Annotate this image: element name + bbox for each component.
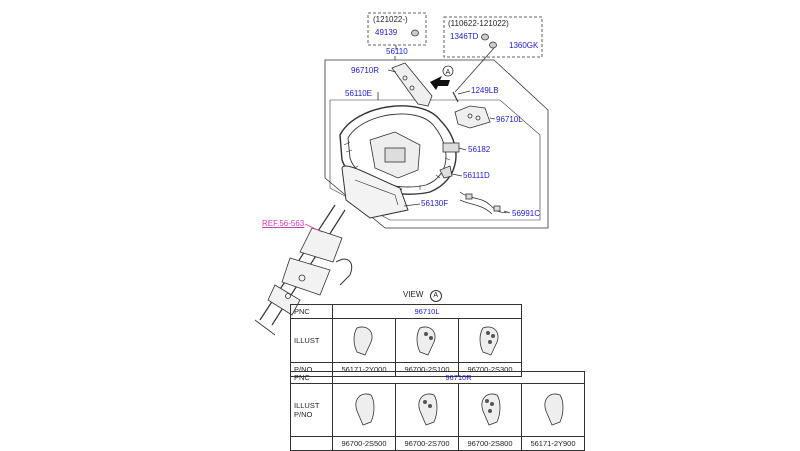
- variant-left-header: (121022-): [373, 15, 408, 24]
- switch-96710L: [454, 105, 491, 129]
- column-cover: [341, 165, 409, 219]
- illust-pno-header: ILLUST P/NO: [290, 383, 333, 437]
- part-number: 96700-2S500: [332, 436, 396, 451]
- view-title: VIEW A: [403, 290, 442, 302]
- part-label-56991C: 56991C: [512, 209, 541, 218]
- pnc-value: 96710L: [332, 304, 522, 319]
- part-label-1249LB: 1249LB: [471, 86, 499, 95]
- part-number: 96700-2S800: [458, 436, 522, 451]
- part-number: 96700-2S700: [395, 436, 459, 451]
- view-arrow: [430, 76, 450, 90]
- illust-header: ILLUST: [290, 318, 333, 363]
- variant-box-right: [443, 16, 543, 58]
- ref-link[interactable]: REF.56-563: [262, 219, 305, 228]
- illust-cell: [458, 318, 522, 363]
- part-label-56130F: 56130F: [421, 199, 449, 208]
- variant-right-header: (110622-121022): [448, 19, 509, 28]
- part-number: 56171-2Y900: [521, 436, 585, 451]
- table-96710L: PNC 96710L ILLUST P/NO 56171-2Y000 96700…: [290, 304, 522, 377]
- pno-header: P/NO: [294, 410, 313, 419]
- switch-96710R: [391, 62, 433, 107]
- empty-cell: [290, 436, 333, 451]
- illust-cell: [395, 318, 459, 363]
- switch-illustration: [479, 326, 499, 356]
- view-label: VIEW: [403, 290, 424, 299]
- illust-cell: [458, 383, 522, 437]
- view-marker-circle: A: [429, 290, 442, 302]
- module-56182: [442, 142, 460, 153]
- illust-cell: [332, 318, 396, 363]
- part-label-56111D: 56111D: [463, 171, 490, 180]
- part-label-96710R: 96710R: [351, 66, 380, 75]
- switch-illustration: [481, 393, 501, 426]
- illust-header: ILLUST: [294, 401, 320, 410]
- outer-frame: [324, 59, 549, 229]
- illust-cell: [395, 383, 459, 437]
- switch-illustration: [353, 326, 373, 356]
- inner-frame: [329, 99, 541, 221]
- switch-illustration: [418, 393, 438, 426]
- part-label-56110: 56110: [386, 47, 408, 56]
- part-label-56182: 56182: [468, 145, 491, 154]
- switch-illustration: [355, 393, 375, 426]
- part-label-49139: 49139: [375, 28, 398, 37]
- pnc-header: PNC: [290, 304, 333, 319]
- table-96710R: PNC 96710R ILLUST P/NO 96700-2S500 96700…: [290, 371, 585, 451]
- part-label-1346TD: 1346TD: [450, 32, 479, 41]
- switch-illustration: [416, 326, 436, 356]
- view-marker-text: A: [446, 69, 451, 76]
- part-label-96710L: 96710L: [496, 115, 523, 124]
- pnc-header: PNC: [290, 371, 333, 384]
- illust-cell: [332, 383, 396, 437]
- illust-cell: [521, 383, 585, 437]
- pnc-value: 96710R: [332, 371, 585, 384]
- part-label-56110E: 56110E: [345, 89, 372, 98]
- switch-illustration: [544, 393, 564, 426]
- part-label-1360GK: 1360GK: [509, 41, 539, 50]
- steering-column: [254, 204, 353, 336]
